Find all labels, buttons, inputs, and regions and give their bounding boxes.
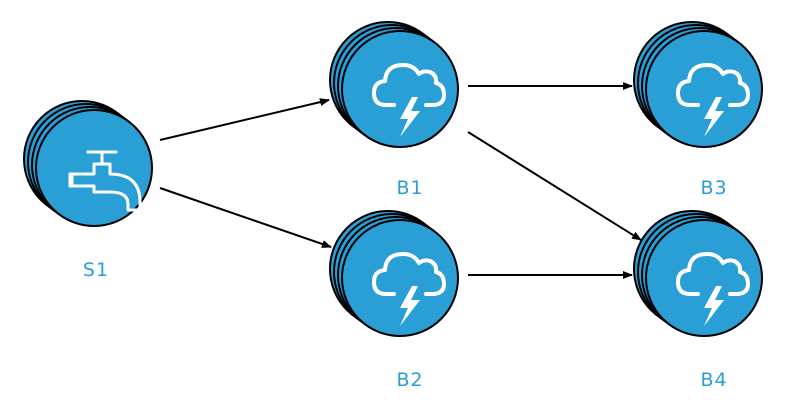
storm-cloud-icon: [676, 252, 750, 326]
edges: [159, 82, 642, 279]
node-label-b2: B2: [396, 369, 423, 391]
node-label-b4: B4: [700, 369, 727, 391]
faucet-icon: [68, 150, 142, 212]
edge-s1-b1: [159, 98, 330, 141]
edge-s1-b2: [159, 187, 332, 248]
node-b1[interactable]: B1: [329, 21, 459, 199]
edge-b1-b4: [467, 131, 642, 241]
node-b4[interactable]: B4: [633, 210, 763, 391]
node-b2-stack: [329, 210, 459, 337]
node-s1[interactable]: S1: [23, 100, 153, 281]
node-b2[interactable]: B2: [329, 210, 459, 391]
node-b3[interactable]: B3: [633, 21, 763, 199]
node-s1-stack: [23, 100, 153, 227]
storm-cloud-icon: [372, 252, 446, 326]
node-b3-stack: [633, 21, 763, 148]
node-label-b3: B3: [700, 177, 727, 199]
storm-cloud-icon: [372, 63, 446, 137]
node-b4-stack: [633, 210, 763, 337]
node-label-b1: B1: [396, 177, 423, 199]
node-b1-stack: [329, 21, 459, 148]
node-label-s1: S1: [83, 259, 109, 281]
storm-cloud-icon: [676, 63, 750, 137]
